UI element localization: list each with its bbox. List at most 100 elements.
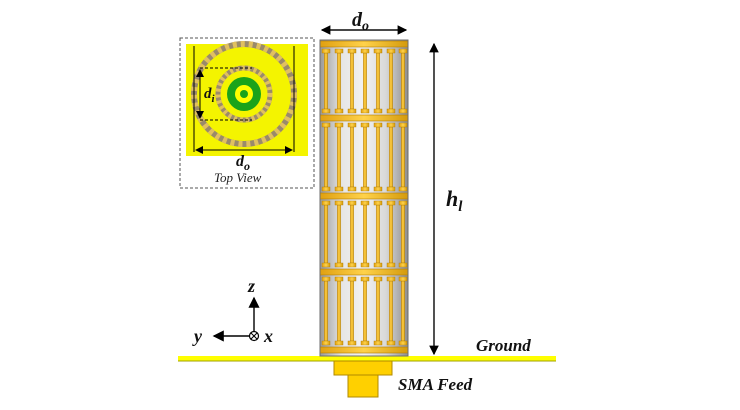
strip-cap bbox=[373, 186, 383, 192]
ground-plane bbox=[178, 356, 556, 362]
strip-cap bbox=[386, 340, 396, 346]
strip-cap bbox=[334, 276, 344, 282]
strip-cap bbox=[373, 276, 383, 282]
vertical-strip bbox=[350, 126, 354, 188]
vertical-strip bbox=[363, 204, 367, 264]
strip-cap bbox=[321, 276, 331, 282]
strip-cap bbox=[373, 262, 383, 268]
strip-cap bbox=[334, 48, 344, 54]
horizontal-strip bbox=[319, 114, 409, 122]
vertical-strip bbox=[389, 52, 393, 110]
strip-cap bbox=[321, 108, 331, 114]
strip-cap bbox=[398, 262, 408, 268]
vertical-strip bbox=[376, 204, 380, 264]
strip-cap bbox=[321, 48, 331, 54]
strip-cap bbox=[347, 200, 357, 206]
vertical-strip bbox=[337, 204, 341, 264]
label-height: hl bbox=[446, 186, 463, 215]
vertical-strip bbox=[389, 204, 393, 264]
strip-cap bbox=[347, 340, 357, 346]
strip-cap bbox=[398, 200, 408, 206]
strip-cap bbox=[386, 276, 396, 282]
strip-cap bbox=[360, 276, 370, 282]
strip-cap bbox=[334, 340, 344, 346]
strip-cap bbox=[347, 122, 357, 128]
vertical-strip bbox=[401, 204, 405, 264]
strip-cap bbox=[398, 276, 408, 282]
strip-cap bbox=[321, 200, 331, 206]
strip-cap bbox=[373, 108, 383, 114]
vertical-strip bbox=[337, 52, 341, 110]
strip-cap bbox=[360, 108, 370, 114]
strip-cap bbox=[386, 186, 396, 192]
strip-cap bbox=[321, 262, 331, 268]
strip-cap bbox=[347, 186, 357, 192]
label-di: di bbox=[204, 86, 216, 105]
strip-cap bbox=[321, 186, 331, 192]
axis-label-z: z bbox=[247, 276, 255, 296]
sma-connector bbox=[333, 360, 393, 398]
strip-cap bbox=[373, 200, 383, 206]
vertical-strip bbox=[376, 126, 380, 188]
coordinate-axes bbox=[212, 296, 260, 342]
strip-cap bbox=[347, 262, 357, 268]
strip-cap bbox=[334, 262, 344, 268]
strip-cap bbox=[398, 186, 408, 192]
strip-cap bbox=[398, 108, 408, 114]
vertical-strip bbox=[401, 280, 405, 342]
axis-label-y: y bbox=[192, 326, 203, 346]
strip-cap bbox=[386, 48, 396, 54]
vertical-strip bbox=[324, 126, 328, 188]
horizontal-strip bbox=[319, 346, 409, 354]
strip-cap bbox=[347, 108, 357, 114]
strip-cap bbox=[334, 122, 344, 128]
strip-cap bbox=[321, 122, 331, 128]
strip-cap bbox=[347, 48, 357, 54]
horizontal-strip bbox=[319, 268, 409, 276]
cylindrical-antenna bbox=[319, 39, 409, 357]
strip-cap bbox=[334, 200, 344, 206]
strip-cap bbox=[373, 48, 383, 54]
strip-cap bbox=[360, 48, 370, 54]
axis-label-x: x bbox=[263, 326, 273, 346]
label-do-main: do bbox=[352, 9, 369, 34]
strip-cap bbox=[347, 276, 357, 282]
vertical-strip bbox=[350, 52, 354, 110]
horizontal-strip bbox=[319, 192, 409, 200]
vertical-strip bbox=[337, 280, 341, 342]
vertical-strip bbox=[337, 126, 341, 188]
strip-cap bbox=[360, 340, 370, 346]
strip-cap bbox=[373, 340, 383, 346]
strip-cap bbox=[386, 262, 396, 268]
vertical-strip bbox=[376, 52, 380, 110]
vertical-strip bbox=[350, 280, 354, 342]
vertical-strip bbox=[389, 280, 393, 342]
vertical-strip bbox=[389, 126, 393, 188]
strip-cap bbox=[334, 108, 344, 114]
strip-cap bbox=[360, 122, 370, 128]
vertical-strip bbox=[401, 126, 405, 188]
strip-cap bbox=[373, 122, 383, 128]
strip-cap bbox=[360, 200, 370, 206]
vertical-strip bbox=[363, 52, 367, 110]
vertical-strip bbox=[401, 52, 405, 110]
strip-cap bbox=[398, 122, 408, 128]
strip-cap bbox=[386, 122, 396, 128]
vertical-strip bbox=[324, 204, 328, 264]
label-ground: Ground bbox=[476, 336, 531, 355]
strip-cap bbox=[321, 340, 331, 346]
vertical-strip bbox=[376, 280, 380, 342]
vertical-strip bbox=[324, 52, 328, 110]
vertical-strip bbox=[363, 280, 367, 342]
strip-cap bbox=[398, 340, 408, 346]
top-view-inset bbox=[179, 37, 315, 189]
horizontal-strip bbox=[319, 40, 409, 48]
vertical-strip bbox=[324, 280, 328, 342]
cylinder-outline bbox=[319, 39, 409, 357]
vertical-strip bbox=[350, 204, 354, 264]
strip-cap bbox=[360, 262, 370, 268]
strip-cap bbox=[398, 48, 408, 54]
label-do-inset: do bbox=[236, 153, 250, 173]
label-sma-feed: SMA Feed bbox=[398, 375, 473, 394]
